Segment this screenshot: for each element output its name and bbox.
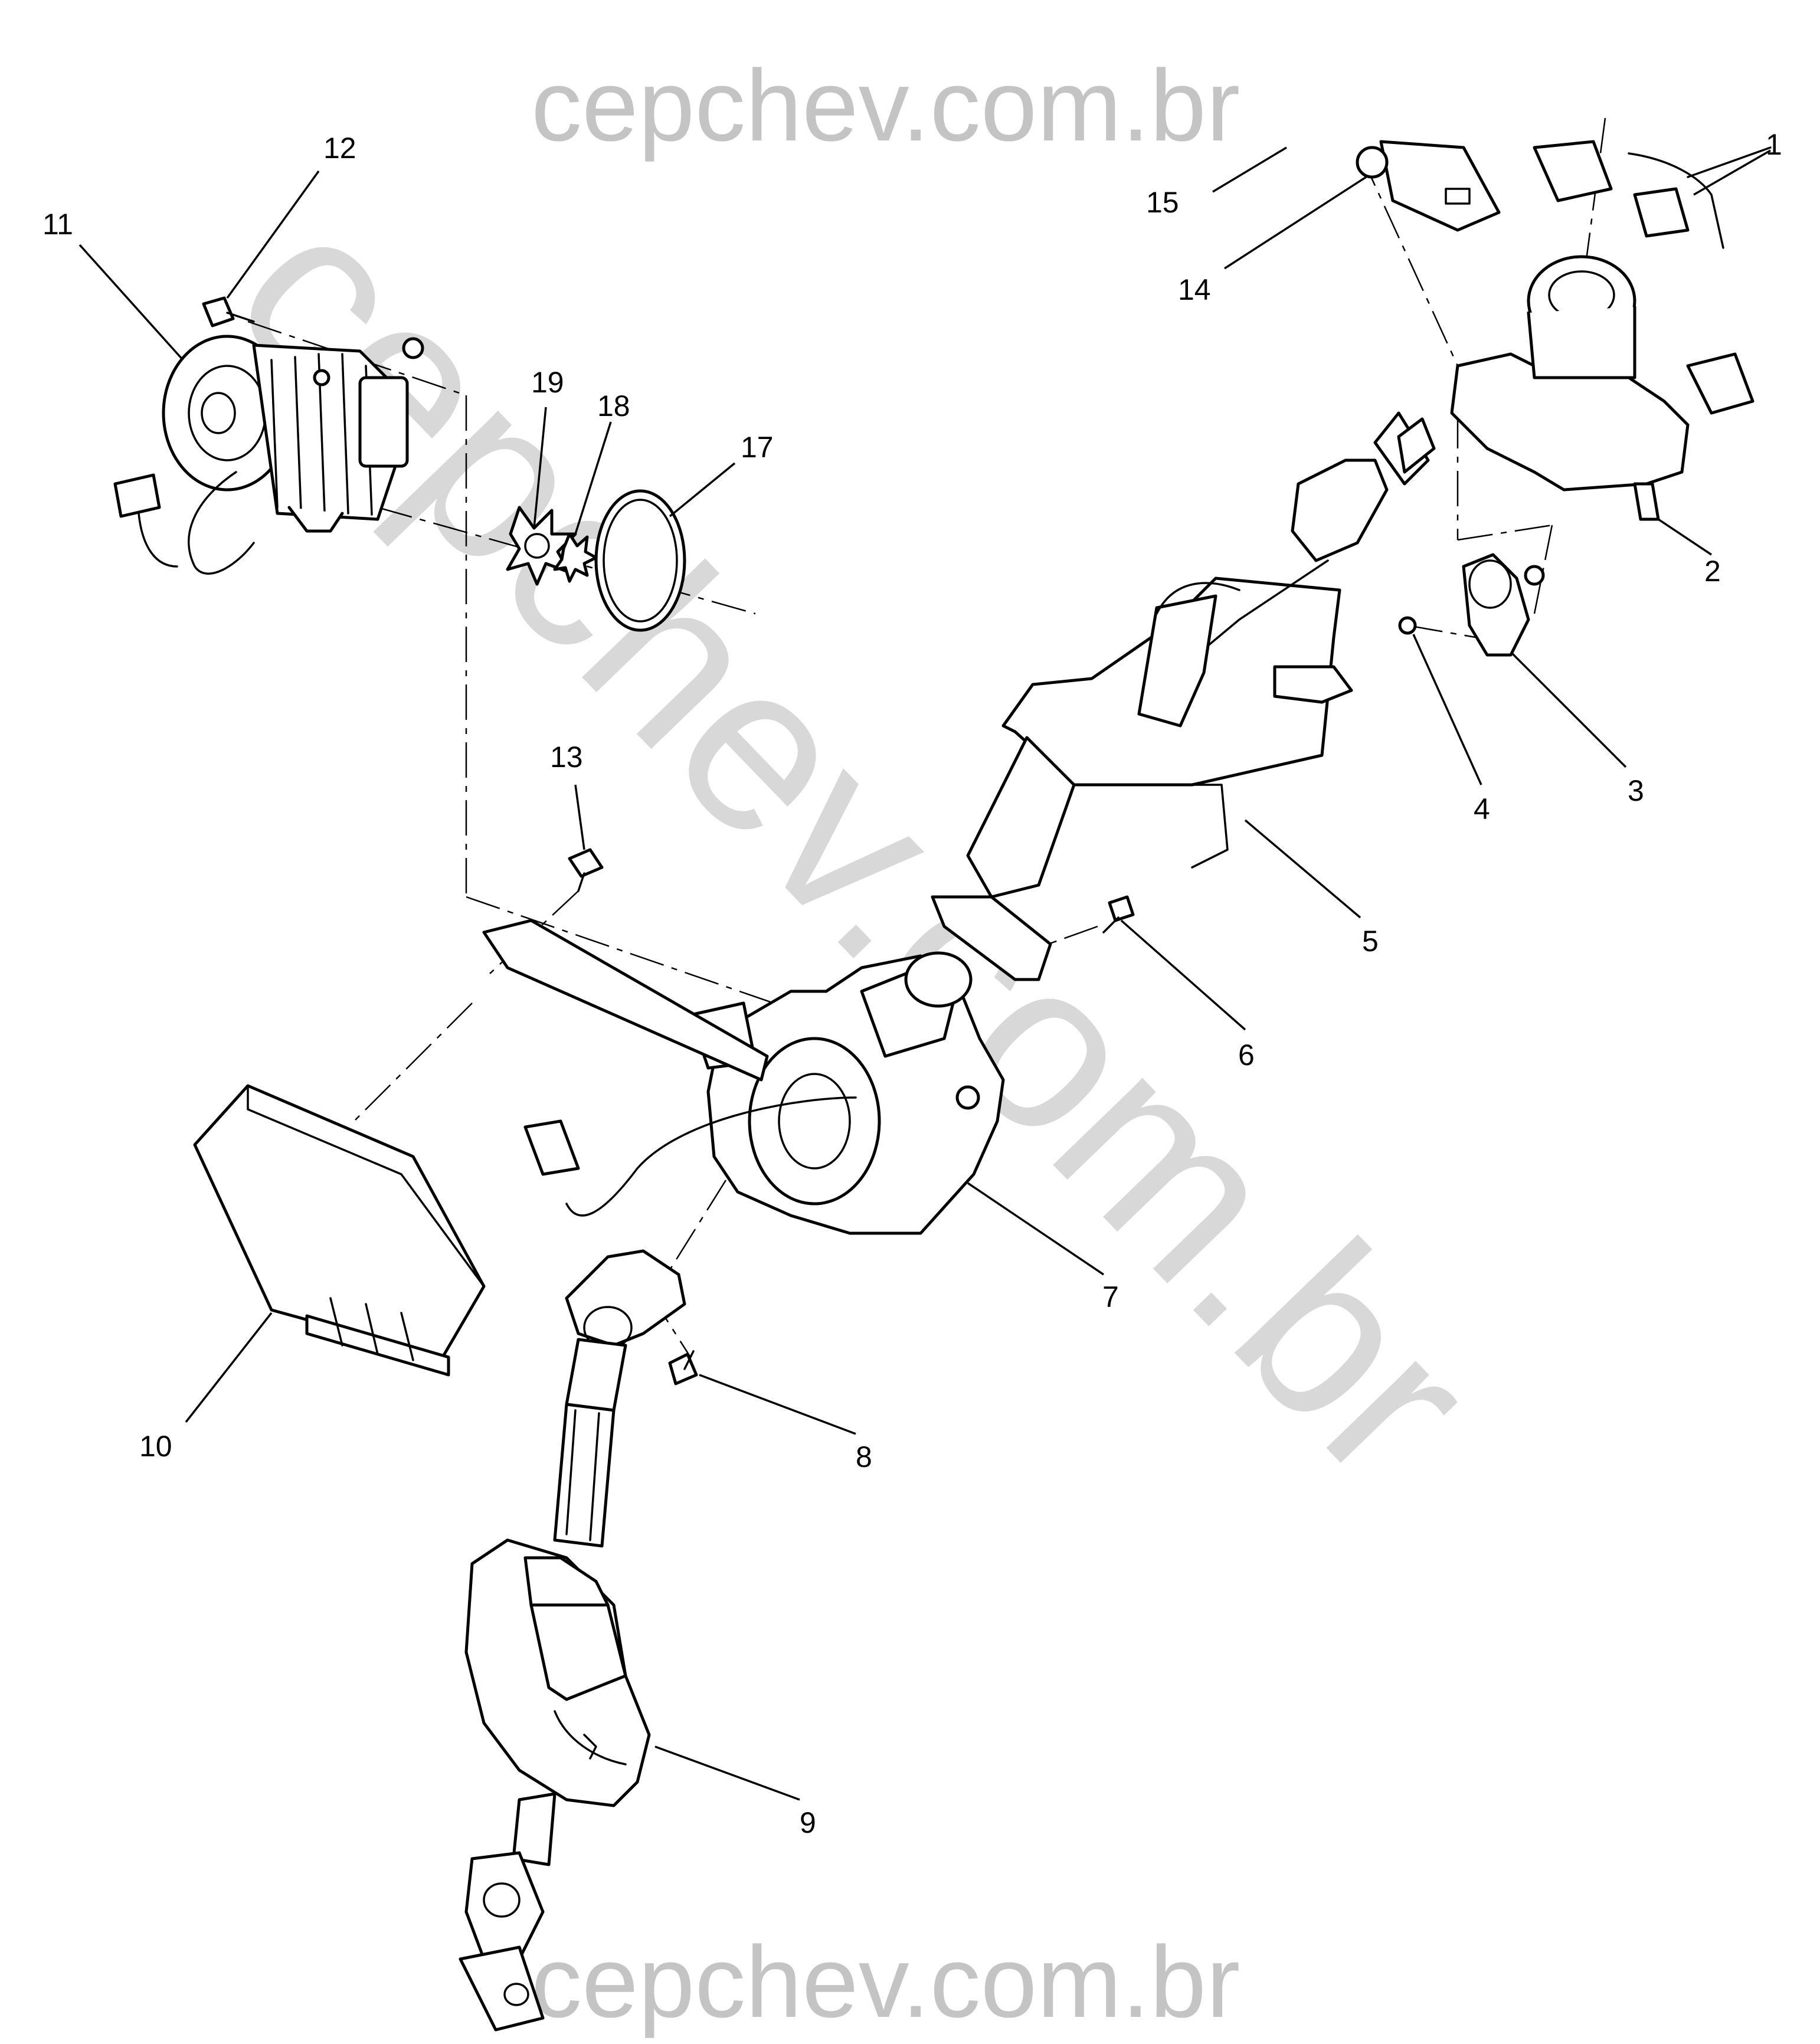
- callout-5: 5: [1362, 925, 1379, 958]
- callout-10: 10: [139, 1430, 172, 1463]
- column-mount-bolt: [1102, 895, 1135, 933]
- callout-17: 17: [741, 431, 774, 464]
- shaft-seal-boot: [459, 1538, 651, 2032]
- shaft-pinch-bolt: [668, 1350, 698, 1385]
- gear-housing-bolt: [568, 848, 604, 892]
- damper-insert: [553, 532, 598, 583]
- lock-housing: [1450, 255, 1754, 521]
- callout-8: 8: [856, 1440, 872, 1473]
- callout-7: 7: [1102, 1280, 1119, 1313]
- leader-lines: [78, 146, 1771, 1801]
- callout-15: 15: [1146, 186, 1179, 219]
- callout-13: 13: [550, 741, 583, 774]
- watermark-top: cepchev.com.br: [531, 49, 1240, 162]
- callout-6: 6: [1238, 1039, 1255, 1072]
- callout-labels: 1 2 3 4 5 6 7 8 9 10 11 12 13 14 15 17 1…: [42, 128, 1782, 1839]
- watermark-bottom: cepchev.com.br: [531, 1925, 1240, 2039]
- callout-11: 11: [42, 208, 73, 241]
- callout-3: 3: [1628, 774, 1644, 807]
- assist-motor: [113, 335, 424, 575]
- callout-2: 2: [1704, 555, 1721, 588]
- callout-1: 1: [1766, 128, 1782, 161]
- key-sensor: [1462, 553, 1545, 657]
- control-module: [193, 1084, 486, 1377]
- callout-4: 4: [1474, 792, 1490, 826]
- o-ring-seal: [594, 489, 686, 632]
- sensor-screw: [1398, 616, 1417, 635]
- callout-9: 9: [800, 1806, 816, 1839]
- motor-bolt: [202, 296, 255, 327]
- callout-19: 19: [531, 366, 564, 399]
- callout-18: 18: [597, 389, 630, 422]
- callout-14: 14: [1178, 273, 1211, 306]
- callout-12: 12: [323, 132, 356, 165]
- intermediate-shaft: [553, 1249, 686, 1548]
- lower-column-housing: [482, 919, 1005, 1235]
- steering-column-jacket: [931, 411, 1436, 981]
- ignition-switch: [1533, 140, 1772, 249]
- lock-cylinder: [1356, 140, 1501, 232]
